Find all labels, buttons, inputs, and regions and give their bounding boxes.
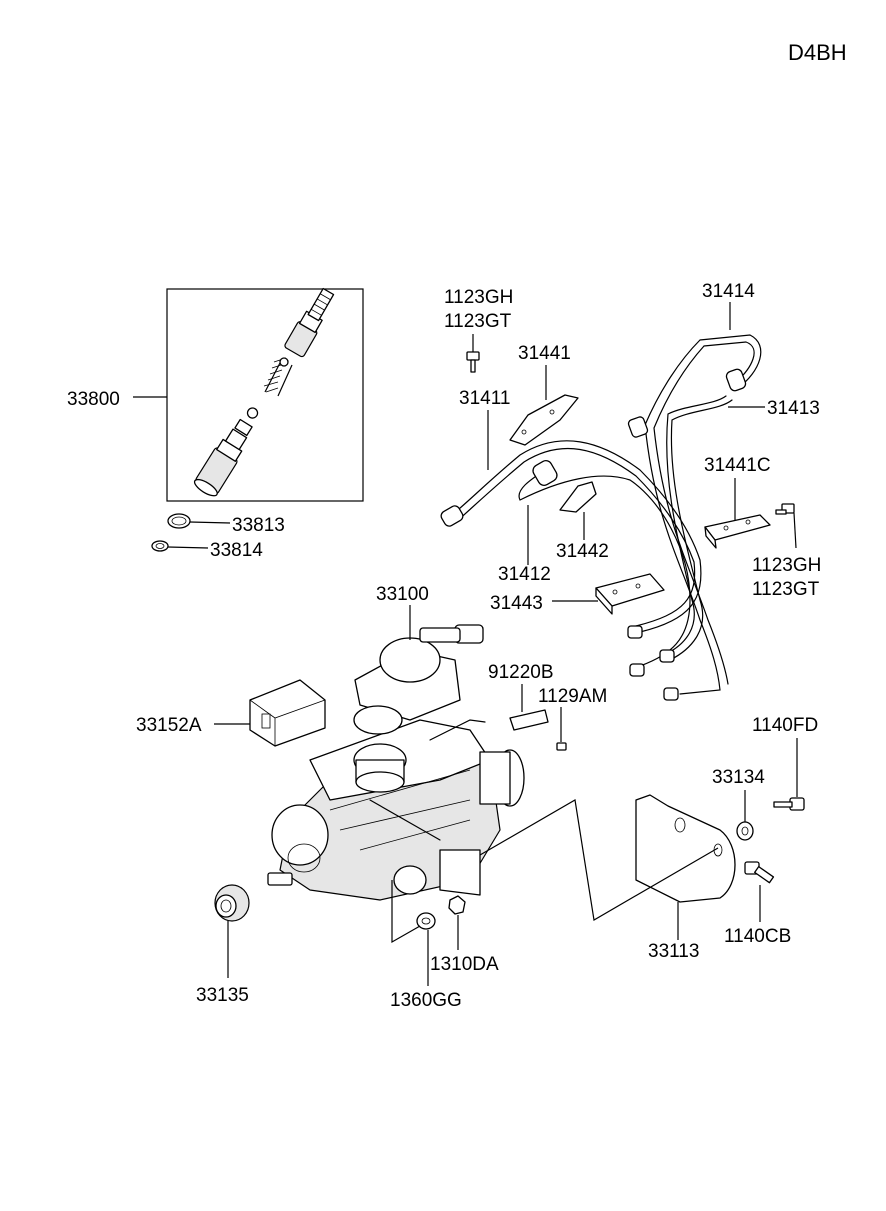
bracket-31441C[interactable] [704,478,771,549]
label-31441C: 31441C [704,455,771,476]
label-1129AM: 1129AM [538,686,607,707]
label-1123GT-top: 1123GT [444,311,512,332]
label-1310DA: 1310DA [430,954,499,975]
label-31412: 31412 [498,564,551,585]
washer-1360GG[interactable] [391,880,436,986]
label-1123GT-right: 1123GT [752,579,820,600]
label-1123GH-top: 1123GH [444,287,513,308]
label-31411: 31411 [459,388,510,409]
clamp-31442[interactable] [559,481,597,540]
washer-33134[interactable] [736,790,754,841]
label-1123GH-right: 1123GH [752,555,821,576]
label-33800: 33800 [67,389,120,410]
clamp-31441[interactable] [509,365,579,446]
nut-33135[interactable] [214,884,250,978]
label-33152A: 33152A [136,715,202,736]
injection-pump-assembly[interactable] [267,605,525,901]
nozzle-assembly-inset[interactable] [133,286,364,502]
bolt-1123GH-right[interactable] [775,503,797,549]
label-33100: 33100 [376,584,429,605]
label-31414: 31414 [702,281,755,302]
seal-33813[interactable] [167,513,231,529]
label-33135: 33135 [196,985,249,1006]
injection-pipes[interactable] [439,334,762,701]
label-31413: 31413 [767,398,820,419]
label-1360GG: 1360GG [390,990,462,1011]
bolt-1140FD[interactable] [773,738,805,811]
label-33113: 33113 [648,941,699,962]
seal-33814[interactable] [151,540,209,552]
label-1140FD: 1140FD [752,715,818,736]
bracket-91220B[interactable] [509,684,549,731]
label-31442: 31442 [556,541,609,562]
engine-code: D4BH [788,40,847,65]
label-1140CB: 1140CB [724,926,791,947]
bolt-1129AM[interactable] [556,707,567,751]
label-33814: 33814 [210,540,263,561]
block-33152A[interactable] [214,679,326,747]
bolt-1123GH-top[interactable] [466,334,480,373]
label-33134: 33134 [712,767,765,788]
label-31441: 31441 [518,343,571,364]
bracket-33113[interactable] [479,794,736,940]
label-33813: 33813 [232,515,285,536]
label-91220B: 91220B [488,662,554,683]
nut-1310DA[interactable] [448,895,466,950]
label-31443: 31443 [490,593,543,614]
clamp-31443[interactable] [552,573,665,615]
bolt-1140CB[interactable] [744,861,775,922]
